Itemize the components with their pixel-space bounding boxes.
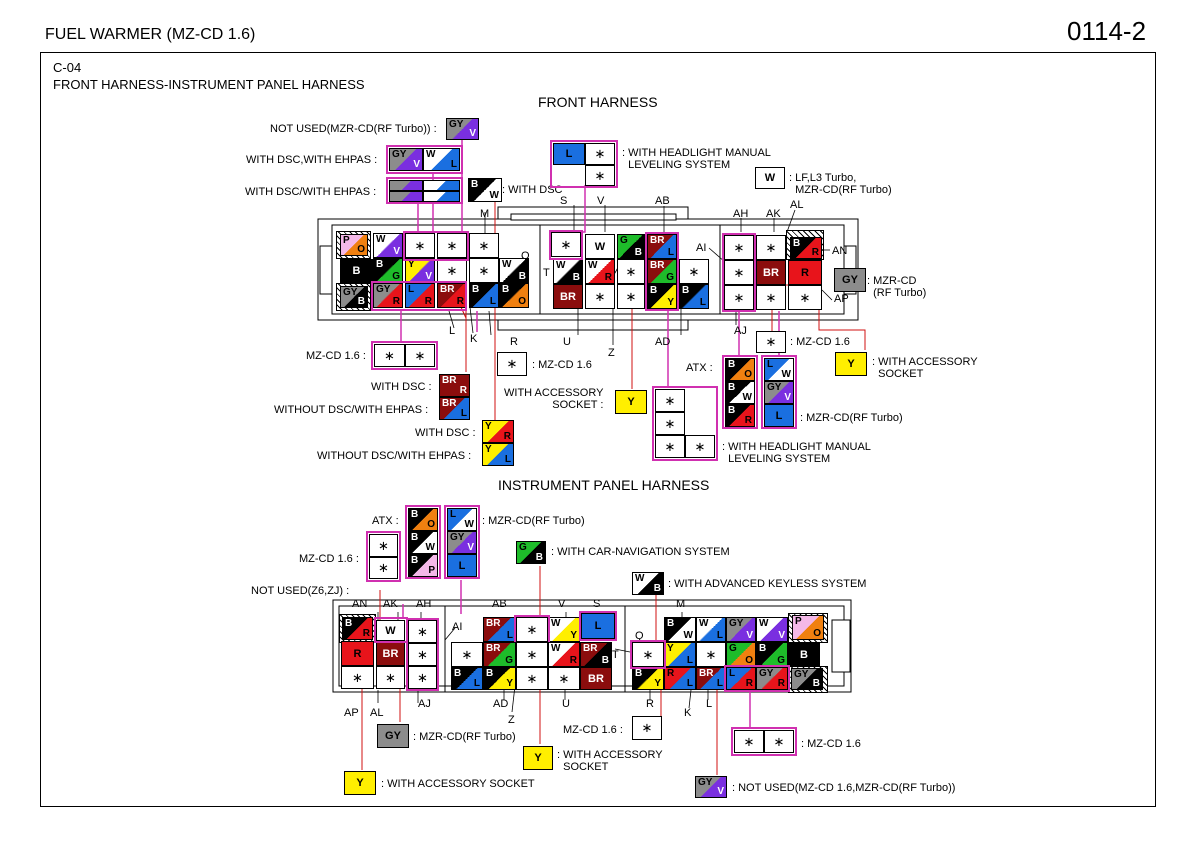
note-mzr-gy: : MZR-CD (RF Turbo) bbox=[867, 275, 927, 299]
ip-note-acc-bottom: : WITH ACCESSORY SOCKET bbox=[381, 778, 535, 790]
ip-note-mzr-gy: : MZR-CD(RF Turbo) bbox=[413, 731, 516, 743]
note-with-dsc: : WITH DSC bbox=[502, 184, 563, 196]
instrument-harness-title: INSTRUMENT PANEL HARNESS bbox=[498, 477, 710, 493]
note-mz16-center: : MZ-CD 1.6 bbox=[532, 359, 592, 371]
ip-note-not-used-z6: NOT USED(Z6,ZJ) : bbox=[251, 585, 350, 597]
ip-note-atx: ATX : bbox=[372, 515, 399, 527]
ip-note-mz16-left: MZ-CD 1.6 : bbox=[299, 553, 359, 565]
note-acc-center: WITH ACCESSORY SOCKET : bbox=[504, 387, 604, 411]
note-without-dsc-br: WITHOUT DSC/WITH EHPAS : bbox=[274, 404, 429, 416]
note-headlight-top: : WITH HEADLIGHT MANUAL LEVELING SYSTEM bbox=[622, 147, 771, 171]
pin-w: W bbox=[585, 234, 615, 259]
note-lf-l3: : LF,L3 Turbo, MZR-CD(RF Turbo) bbox=[789, 172, 892, 196]
ip-note-not-used-bottom: : NOT USED(MZ-CD 1.6,MZR-CD(RF Turbo)) bbox=[732, 782, 956, 794]
note-without-dsc-yr: WITHOUT DSC/WITH EHPAS : bbox=[317, 450, 472, 462]
ip-note-keyless: : WITH ADVANCED KEYLESS SYSTEM bbox=[668, 578, 867, 590]
ip-note-acc-center: : WITH ACCESSORY SOCKET bbox=[557, 749, 663, 773]
note-mzr-rf: : MZR-CD(RF Turbo) bbox=[800, 412, 903, 424]
pin-br: BR bbox=[553, 284, 583, 309]
note-with-dsc-ehpas: WITH DSC,WITH EHPAS : bbox=[246, 154, 378, 166]
note-with-dsc-yr: WITH DSC : bbox=[415, 427, 476, 439]
front-latch-left bbox=[319, 245, 333, 295]
ip-note-mz16-center: MZ-CD 1.6 : bbox=[563, 724, 623, 736]
pin-b: B bbox=[340, 259, 373, 283]
ip-note-mz16-right: : MZ-CD 1.6 bbox=[801, 738, 861, 750]
page-title: FUEL WARMER (MZ-CD 1.6) bbox=[45, 26, 256, 43]
ip-latch-right bbox=[831, 619, 851, 673]
diagram-frame bbox=[40, 52, 1156, 807]
pin-r: R bbox=[788, 260, 822, 285]
note-mz16-left: MZ-CD 1.6 : bbox=[306, 350, 366, 362]
connector-code: C-04 bbox=[53, 60, 82, 75]
note-acc-right: : WITH ACCESSORY SOCKET bbox=[872, 356, 978, 380]
note-with-dsc-br: WITH DSC : bbox=[371, 381, 432, 393]
front-harness-title: FRONT HARNESS bbox=[538, 94, 658, 110]
note-atx: ATX : bbox=[686, 362, 713, 374]
note-mz16-right: : MZ-CD 1.6 bbox=[790, 336, 850, 348]
ip-note-mzr-rf: : MZR-CD(RF Turbo) bbox=[482, 515, 585, 527]
ip-note-car-nav: : WITH CAR-NAVIGATION SYSTEM bbox=[551, 546, 730, 558]
pin-star: ∗ bbox=[405, 233, 435, 258]
page-number: 0114-2 bbox=[1067, 16, 1147, 46]
note-not-used-mzr: NOT USED(MZR-CD(RF Turbo)) : bbox=[270, 123, 437, 135]
note-with-dsc-slash-ehpas: WITH DSC/WITH EHPAS : bbox=[245, 186, 377, 198]
connector-name: FRONT HARNESS-INSTRUMENT PANEL HARNESS bbox=[53, 77, 365, 92]
note-headlight-bottom: : WITH HEADLIGHT MANUAL LEVELING SYSTEM bbox=[722, 441, 871, 465]
